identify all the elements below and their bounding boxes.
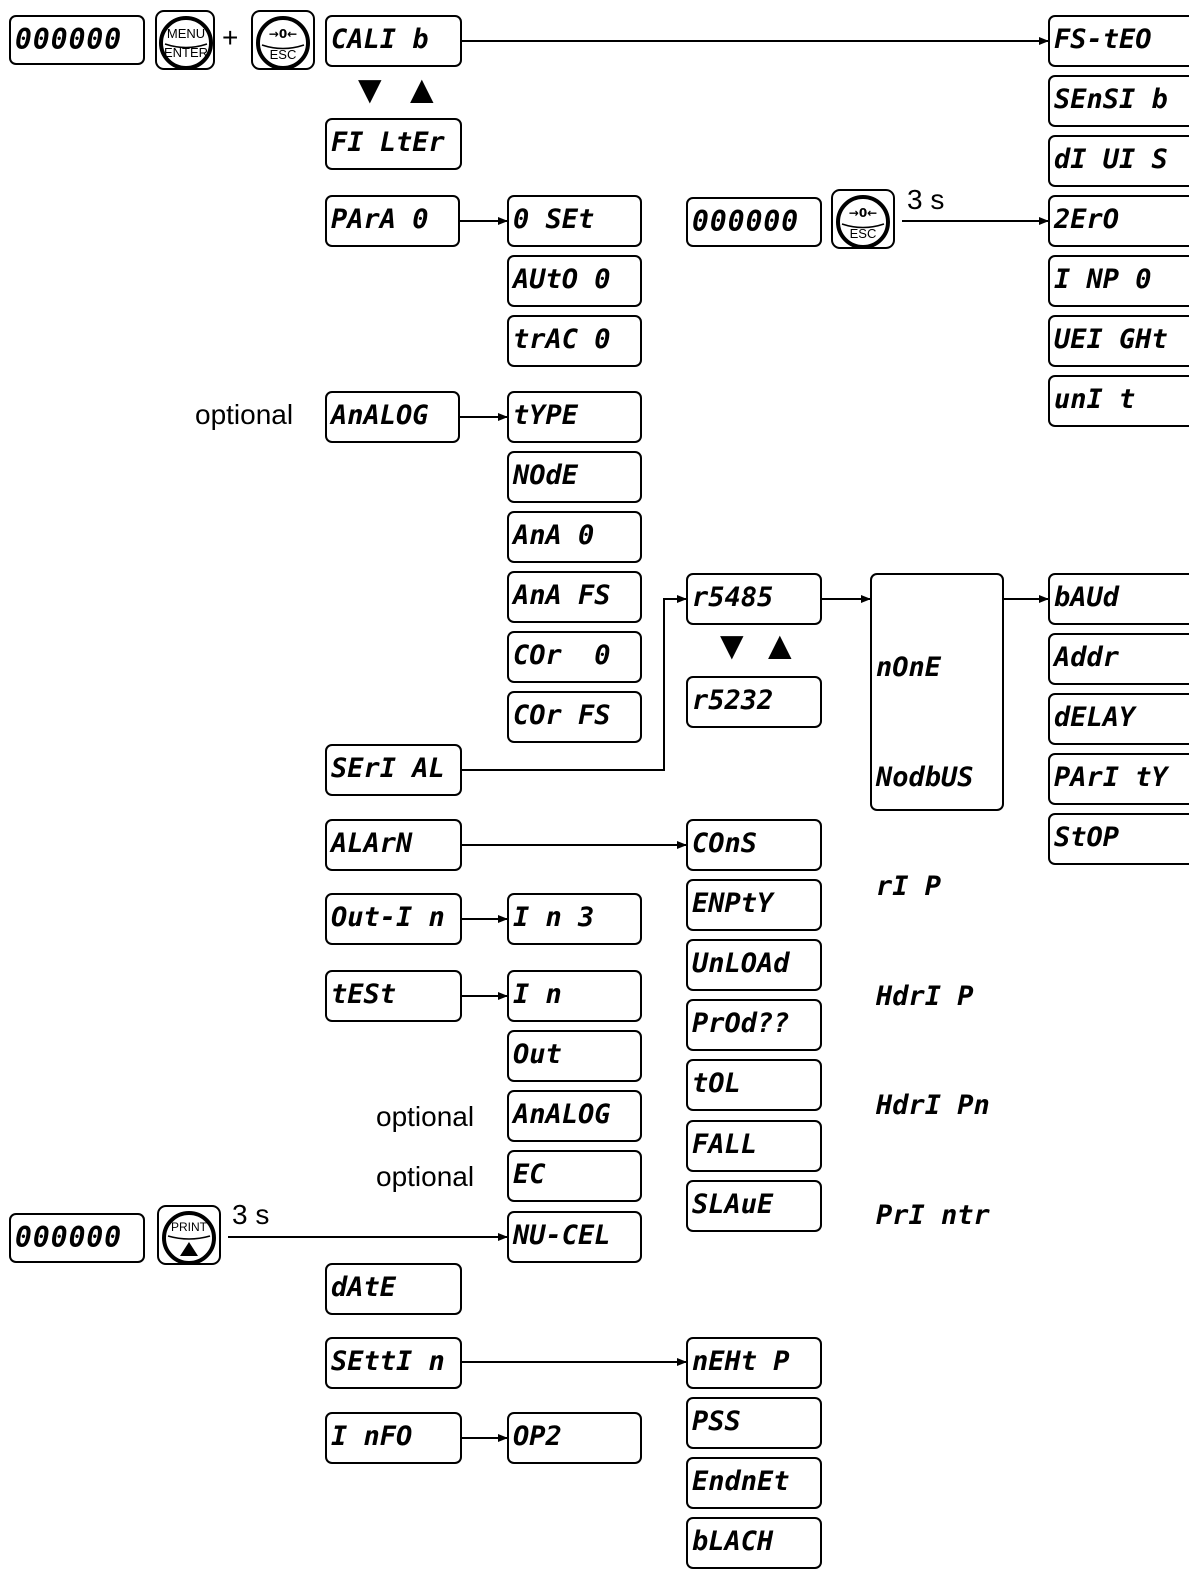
zero-esc-key-icon: →0← ESC bbox=[831, 189, 895, 249]
alarm-item[interactable]: UnLOAd bbox=[686, 939, 822, 991]
protocol-option[interactable]: NodbUS bbox=[876, 761, 974, 793]
test-item[interactable]: AnALOG bbox=[507, 1090, 642, 1142]
protocol-param-item[interactable]: dELAY bbox=[1048, 693, 1189, 745]
menu-settings[interactable]: SEttI n bbox=[325, 1337, 462, 1389]
menu-enter-key[interactable]: MENU ENTER bbox=[154, 9, 218, 73]
analog-item[interactable]: COr FS bbox=[507, 691, 642, 743]
menu-calib[interactable]: CALI b bbox=[325, 15, 462, 67]
param0-item[interactable]: AUtO 0 bbox=[507, 255, 642, 307]
menu-key-label: MENU bbox=[167, 26, 205, 41]
menu-alarm[interactable]: ALArN bbox=[325, 819, 462, 871]
alarm-item[interactable]: SLAuE bbox=[686, 1180, 822, 1232]
protocol-option[interactable]: nOnE bbox=[876, 652, 942, 683]
zero-esc-key-hold[interactable]: →0← ESC bbox=[830, 188, 898, 252]
serial-port-item[interactable]: r5232 bbox=[686, 676, 822, 728]
info-item[interactable]: OP2 bbox=[507, 1412, 642, 1464]
optional-label-test-analog: optional bbox=[376, 1101, 475, 1132]
weight-display-bottom: 000000 bbox=[9, 1213, 145, 1263]
protocol-param-item[interactable]: StOP bbox=[1048, 813, 1189, 865]
esc-key-label: ESC bbox=[850, 226, 877, 241]
protocol-param-item[interactable]: PArI tY bbox=[1048, 753, 1189, 805]
protocol-option[interactable]: HdrI Pn bbox=[876, 1090, 990, 1121]
alarm-item[interactable]: PrOd?? bbox=[686, 999, 822, 1051]
serial-port-item[interactable]: r5485 bbox=[686, 573, 822, 625]
up-triangle-icon bbox=[180, 1242, 198, 1256]
zero-esc-key-icon: →0← ESC bbox=[251, 10, 315, 70]
param0-item[interactable]: trAC 0 bbox=[507, 315, 642, 367]
connector-serial-to-r5485 bbox=[462, 595, 687, 771]
test-item[interactable]: I n bbox=[507, 970, 642, 1022]
settings-item[interactable]: bLACH bbox=[686, 1517, 822, 1569]
calib-item[interactable]: dI UI S bbox=[1048, 135, 1189, 187]
print-key-label: PRINT bbox=[171, 1220, 208, 1234]
param0-item[interactable]: 0 SEt bbox=[507, 195, 642, 247]
analog-item[interactable]: AnA FS bbox=[507, 571, 642, 623]
analog-item[interactable]: NOdE bbox=[507, 451, 642, 503]
protocol-option[interactable]: rI P bbox=[876, 871, 942, 902]
up-arrow-icon: ▲ bbox=[402, 68, 442, 112]
hold-3s-label-print: 3 s bbox=[232, 1199, 270, 1230]
optional-label-analog: optional bbox=[195, 399, 294, 430]
up-arrow-icon: ▲ bbox=[760, 624, 800, 668]
down-arrow-icon: ▼ bbox=[712, 624, 752, 668]
calib-item[interactable]: SEnSI b bbox=[1048, 75, 1189, 127]
settings-item[interactable]: nEHt P bbox=[686, 1337, 822, 1389]
enter-key-label: ENTER bbox=[164, 45, 208, 60]
protocol-option[interactable]: HdrI P bbox=[876, 980, 974, 1012]
calib-item[interactable]: unI t bbox=[1048, 375, 1189, 427]
settings-item[interactable]: EndnEt bbox=[686, 1457, 822, 1509]
print-key[interactable]: PRINT bbox=[156, 1204, 224, 1268]
calib-item[interactable]: FS-tEO bbox=[1048, 15, 1189, 67]
protocol-list[interactable]: nOnE NodbUS rI P HdrI P HdrI Pn PrI ntr bbox=[870, 573, 1004, 1231]
down-arrow-icon: ▼ bbox=[350, 68, 390, 112]
alarm-item[interactable]: FALL bbox=[686, 1120, 822, 1172]
menu-info[interactable]: I nFO bbox=[325, 1412, 462, 1464]
test-item[interactable]: Out bbox=[507, 1030, 642, 1082]
menu-analog[interactable]: AnALOG bbox=[325, 391, 460, 443]
hold-3s-label: 3 s bbox=[907, 184, 945, 215]
calib-item[interactable]: UEI GHt bbox=[1048, 315, 1189, 367]
alarm-item[interactable]: COnS bbox=[686, 819, 822, 871]
protocol-param-item[interactable]: bAUd bbox=[1048, 573, 1189, 625]
menu-out-in[interactable]: Out-I n bbox=[325, 893, 462, 945]
analog-item[interactable]: AnA 0 bbox=[507, 511, 642, 563]
print-key-icon: PRINT bbox=[157, 1205, 221, 1265]
menu-test[interactable]: tESt bbox=[325, 970, 462, 1022]
calib-item[interactable]: I NP 0 bbox=[1048, 255, 1189, 307]
weight-display-top: 000000 bbox=[9, 15, 145, 65]
alarm-item[interactable]: tOL bbox=[686, 1059, 822, 1111]
zero-symbol: →0← bbox=[849, 206, 877, 220]
alarm-item[interactable]: ENPtY bbox=[686, 879, 822, 931]
esc-key-label: ESC bbox=[270, 47, 297, 62]
menu-enter-key-icon: MENU ENTER bbox=[155, 10, 215, 70]
weight-display-mid: 000000 bbox=[686, 197, 822, 247]
settings-item[interactable]: PSS bbox=[686, 1397, 822, 1449]
plus-sign: + bbox=[222, 22, 239, 53]
menu-date[interactable]: dAtE bbox=[325, 1263, 462, 1315]
menu-param0[interactable]: PArA 0 bbox=[325, 195, 460, 247]
test-item[interactable]: NU-CEL bbox=[507, 1211, 642, 1263]
zero-esc-key[interactable]: →0← ESC bbox=[250, 9, 318, 73]
analog-item[interactable]: COr 0 bbox=[507, 631, 642, 683]
menu-filter[interactable]: FI LtEr bbox=[325, 118, 462, 170]
analog-item[interactable]: tYPE bbox=[507, 391, 642, 443]
menu-serial[interactable]: SErI AL bbox=[325, 744, 462, 796]
optional-label-test-ec: optional bbox=[376, 1161, 475, 1192]
test-item[interactable]: EC bbox=[507, 1150, 642, 1202]
protocol-param-item[interactable]: Addr bbox=[1048, 633, 1189, 685]
outin-item[interactable]: I n 3 bbox=[507, 893, 642, 945]
zero-symbol: →0← bbox=[269, 27, 297, 41]
calib-item[interactable]: 2ErO bbox=[1048, 195, 1189, 247]
protocol-option[interactable]: PrI ntr bbox=[876, 1199, 990, 1231]
